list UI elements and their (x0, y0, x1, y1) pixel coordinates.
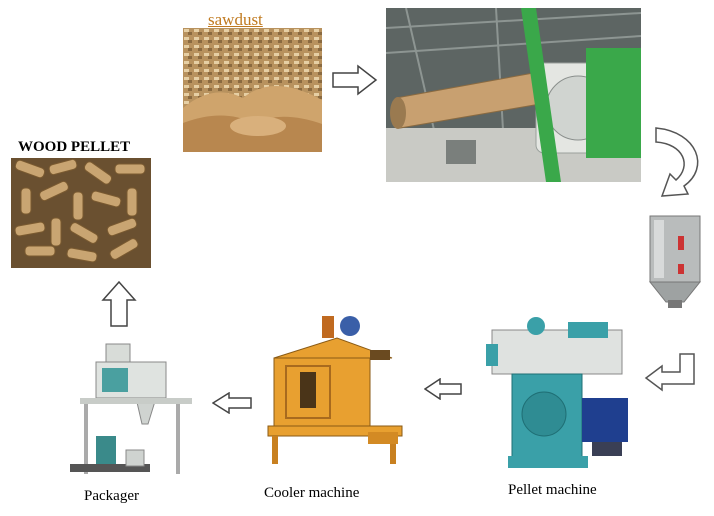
wood-pellet-label: WOOD PELLET (18, 139, 131, 155)
rotary-dryer-photo (386, 8, 641, 182)
curved-arrow-icon (648, 124, 708, 208)
wood-pellet-photo (11, 158, 151, 268)
sawdust-label: sawdust (208, 10, 263, 29)
arrow-up-icon (101, 280, 137, 328)
arrow-left-icon (212, 392, 252, 414)
sawdust-photo (183, 28, 322, 152)
arrow-left-icon (424, 378, 462, 400)
packager-label: Packager (84, 488, 139, 504)
pellet-machine-label: Pellet machine (508, 482, 597, 498)
cooler-machine-label: Cooler machine (264, 485, 360, 501)
pellet-machine-photo (472, 316, 638, 476)
arrow-right-icon (332, 64, 378, 96)
cooler-machine-photo (262, 314, 412, 474)
elbow-arrow-icon (644, 352, 700, 392)
hopper-photo (646, 214, 704, 310)
packager-photo (66, 340, 201, 482)
